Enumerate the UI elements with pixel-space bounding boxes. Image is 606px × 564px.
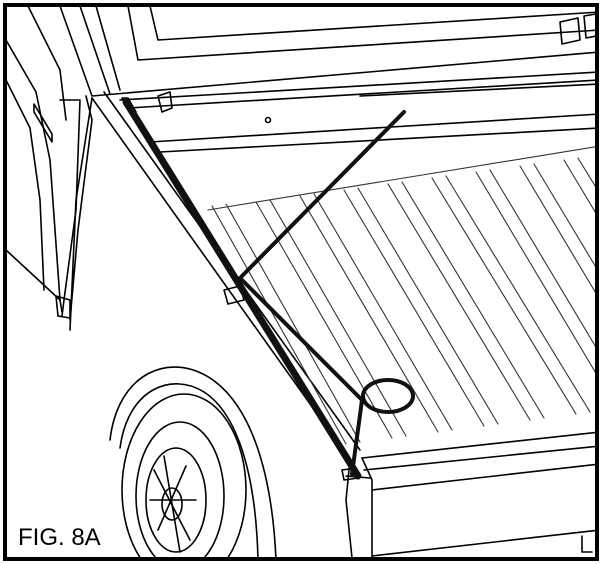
tie-down-strap (122, 98, 362, 480)
figure-caption: FIG. 8A (14, 523, 105, 553)
figure-border (3, 3, 599, 561)
wheel-fender (109, 366, 277, 558)
tailgate (361, 431, 596, 557)
cab-side (6, 39, 93, 321)
bed-floor-ribs (207, 146, 596, 445)
stake-pocket (223, 285, 359, 481)
strap-loop (361, 378, 415, 414)
front-rail (119, 71, 596, 153)
truck-cab (27, 6, 596, 121)
strap-cross-line (238, 110, 406, 476)
